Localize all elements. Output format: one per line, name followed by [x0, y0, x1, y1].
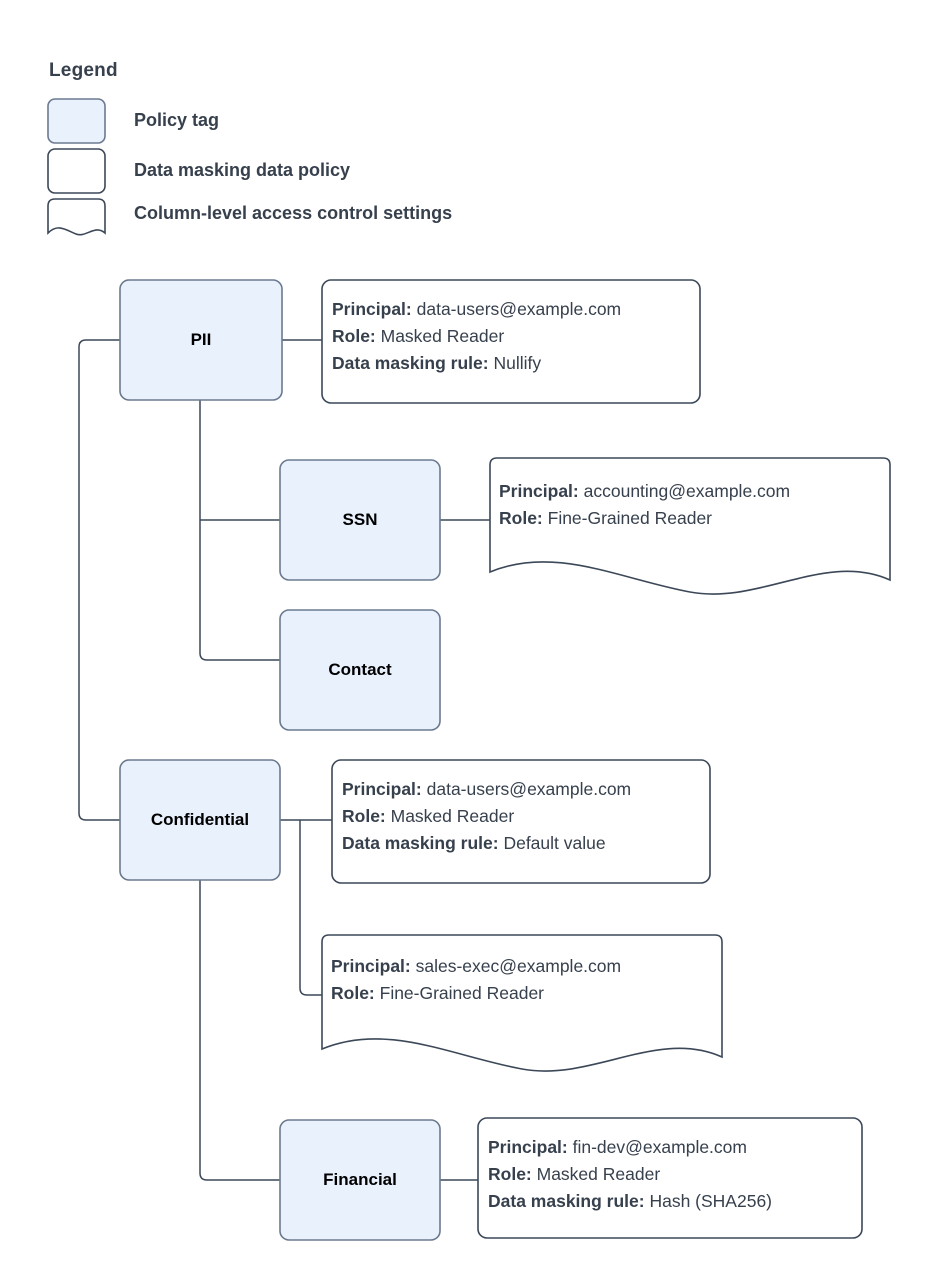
policy-key: Role:	[488, 1164, 532, 1184]
policy-line: Role: Fine-Grained Reader	[499, 505, 790, 532]
policy-line: Principal: data-users@example.com	[332, 296, 621, 323]
policy-box-confidential-access-settings[interactable]	[321, 934, 723, 1072]
connector-trunk-left	[78, 339, 120, 821]
node-confidential-label: Confidential	[150, 810, 250, 829]
policy-value: data-users@example.com	[416, 299, 622, 319]
policy-key: Role:	[331, 983, 375, 1003]
connector-confidential-to-financial	[199, 880, 280, 1181]
policy-value: Fine-Grained Reader	[379, 983, 545, 1003]
policy-key: Data masking rule:	[488, 1191, 645, 1211]
policy-line: Data masking rule: Hash (SHA256)	[488, 1188, 772, 1215]
policy-value: sales-exec@example.com	[415, 956, 622, 976]
policy-line: Role: Masked Reader	[342, 803, 631, 830]
policy-box-confidential-masking[interactable]	[331, 759, 711, 884]
policy-box-ssn-access-settings[interactable]	[489, 457, 891, 595]
policy-text-pii-masking: Principal: data-users@example.com Role: …	[332, 296, 621, 377]
policy-key: Data masking rule:	[332, 353, 489, 373]
policy-box-financial-masking[interactable]	[477, 1117, 863, 1239]
policy-value: Masked Reader	[390, 806, 515, 826]
policy-key: Principal:	[499, 481, 579, 501]
policy-line: Role: Fine-Grained Reader	[331, 980, 621, 1007]
legend-item-label-data-masking-policy: Data masking data policy	[134, 160, 351, 180]
policy-value: Nullify	[493, 353, 542, 373]
policy-line: Role: Masked Reader	[488, 1161, 772, 1188]
node-contact-label: Contact	[328, 660, 392, 679]
policy-key: Principal:	[488, 1137, 568, 1157]
policy-line: Data masking rule: Default value	[342, 830, 631, 857]
policy-value: accounting@example.com	[583, 481, 791, 501]
policy-value: fin-dev@example.com	[572, 1137, 747, 1157]
policy-key: Principal:	[331, 956, 411, 976]
node-ssn-shape[interactable]	[279, 459, 441, 581]
policy-value: Fine-Grained Reader	[547, 508, 713, 528]
node-confidential-shape[interactable]	[119, 759, 281, 881]
node-pii[interactable]: PII	[120, 280, 282, 400]
node-financial-shape[interactable]	[279, 1119, 441, 1241]
policy-key: Role:	[342, 806, 386, 826]
policy-line: Role: Masked Reader	[332, 323, 621, 350]
policy-line: Principal: accounting@example.com	[499, 478, 790, 505]
legend-item-label-policy-tag: Policy tag	[134, 110, 220, 130]
policy-text-ssn-access-settings: Principal: accounting@example.com Role: …	[499, 478, 790, 532]
policy-key: Principal:	[332, 299, 412, 319]
node-ssn[interactable]: SSN	[280, 460, 440, 580]
node-pii-shape[interactable]	[119, 279, 283, 401]
policy-key: Role:	[332, 326, 376, 346]
policy-text-financial-masking: Principal: fin-dev@example.com Role: Mas…	[488, 1134, 772, 1215]
legend-item-label-column-level-access: Column-level access control settings	[134, 203, 453, 223]
legend-title: Legend	[49, 60, 118, 81]
node-contact-shape[interactable]	[279, 609, 441, 731]
data-masking-policy-swatch	[47, 148, 106, 194]
column-level-access-swatch	[47, 198, 106, 236]
policy-text-confidential-access-settings: Principal: sales-exec@example.com Role: …	[331, 953, 621, 1007]
policy-key: Role:	[499, 508, 543, 528]
policy-value: Hash (SHA256)	[649, 1191, 773, 1211]
node-contact[interactable]: Contact	[280, 610, 440, 730]
policy-box-pii-masking[interactable]	[321, 279, 701, 404]
node-confidential[interactable]: Confidential	[120, 760, 280, 880]
policy-text-confidential-masking: Principal: data-users@example.com Role: …	[342, 776, 631, 857]
node-financial-label: Financial	[323, 1170, 397, 1189]
connector-confidential-to-settings	[299, 820, 322, 996]
policy-tag-swatch	[47, 98, 106, 144]
policy-line: Principal: fin-dev@example.com	[488, 1134, 772, 1161]
policy-key: Data masking rule:	[342, 833, 499, 853]
connector-pii-children-trunk	[199, 400, 280, 661]
policy-value: Default value	[503, 833, 606, 853]
node-ssn-label: SSN	[342, 510, 378, 529]
policy-line: Data masking rule: Nullify	[332, 350, 621, 377]
policy-value: data-users@example.com	[426, 779, 632, 799]
policy-value: Masked Reader	[380, 326, 505, 346]
node-pii-label: PII	[190, 330, 212, 349]
policy-key: Principal:	[342, 779, 422, 799]
policy-line: Principal: sales-exec@example.com	[331, 953, 621, 980]
policy-line: Principal: data-users@example.com	[342, 776, 631, 803]
policy-value: Masked Reader	[536, 1164, 661, 1184]
node-financial[interactable]: Financial	[280, 1120, 440, 1240]
